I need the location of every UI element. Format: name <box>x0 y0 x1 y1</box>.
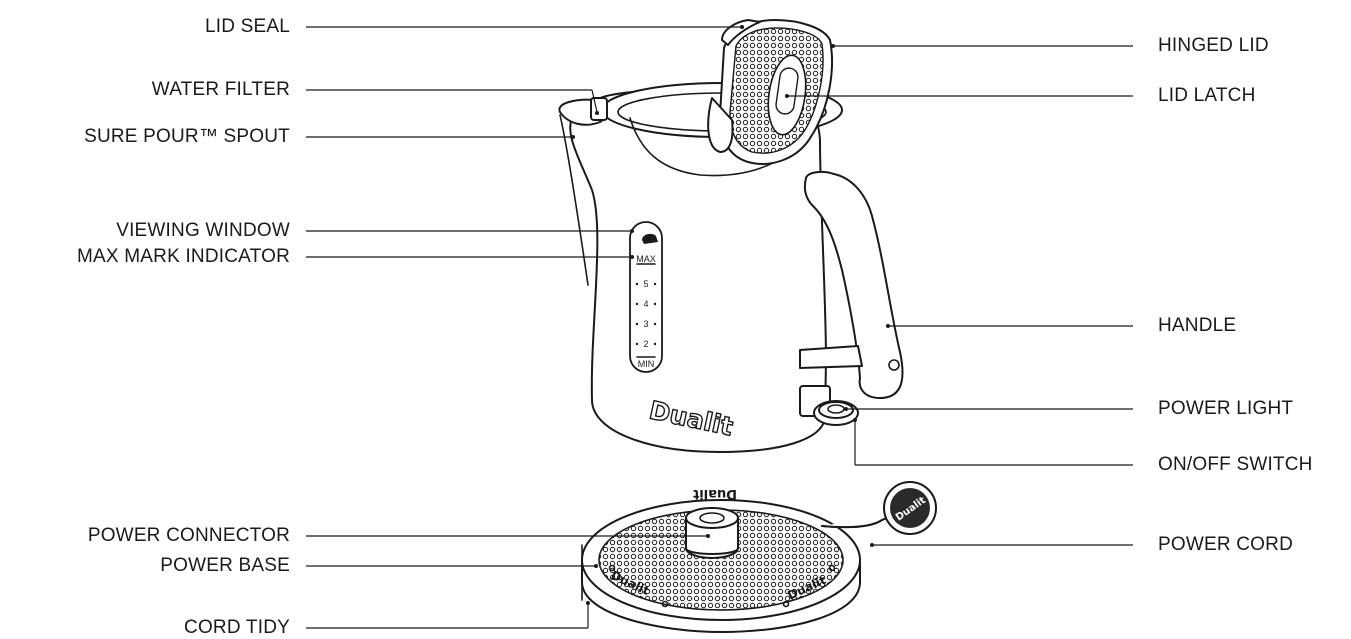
window-level-dot <box>636 283 638 285</box>
window-level-dot <box>654 323 656 325</box>
label-handle: HANDLE <box>1158 315 1236 337</box>
label-max-mark-indicator: MAX MARK INDICATOR <box>77 246 290 268</box>
power-base-shape <box>582 500 860 632</box>
label-power-base: POWER BASE <box>160 555 290 577</box>
base-brand-top: Dualit <box>693 486 737 501</box>
label-cord-tidy: CORD TIDY <box>184 617 290 639</box>
window-level-dot <box>654 283 656 285</box>
window-max-mark: MAX <box>636 254 656 264</box>
window-level-3: 3 <box>643 319 648 329</box>
label-lid-seal: LID SEAL <box>205 16 290 38</box>
viewing-window <box>630 222 662 372</box>
water-filter <box>591 98 607 120</box>
window-level-2: 2 <box>643 339 648 349</box>
label-water-filter: WATER FILTER <box>152 79 290 101</box>
window-level-dot <box>654 343 656 345</box>
label-viewing-window: VIEWING WINDOW <box>116 220 290 242</box>
window-level-dot <box>636 343 638 345</box>
window-min-mark: MIN <box>638 359 655 369</box>
right-leader-lines <box>785 44 1133 547</box>
window-level-dot <box>636 323 638 325</box>
window-level-5: 5 <box>643 279 648 289</box>
label-power-connector: POWER CONNECTOR <box>88 525 290 547</box>
window-level-dot <box>654 303 656 305</box>
label-power-cord: POWER CORD <box>1158 534 1293 556</box>
label-lid-latch: LID LATCH <box>1158 85 1256 107</box>
label-on-off-switch: ON/OFF SWITCH <box>1158 454 1313 476</box>
window-level-4: 4 <box>643 299 648 309</box>
label-hinged-lid: HINGED LID <box>1158 35 1269 57</box>
window-level-dot <box>636 303 638 305</box>
label-power-light: POWER LIGHT <box>1158 398 1293 420</box>
label-sure-pour-spout: SURE POUR™ SPOUT <box>84 126 290 148</box>
